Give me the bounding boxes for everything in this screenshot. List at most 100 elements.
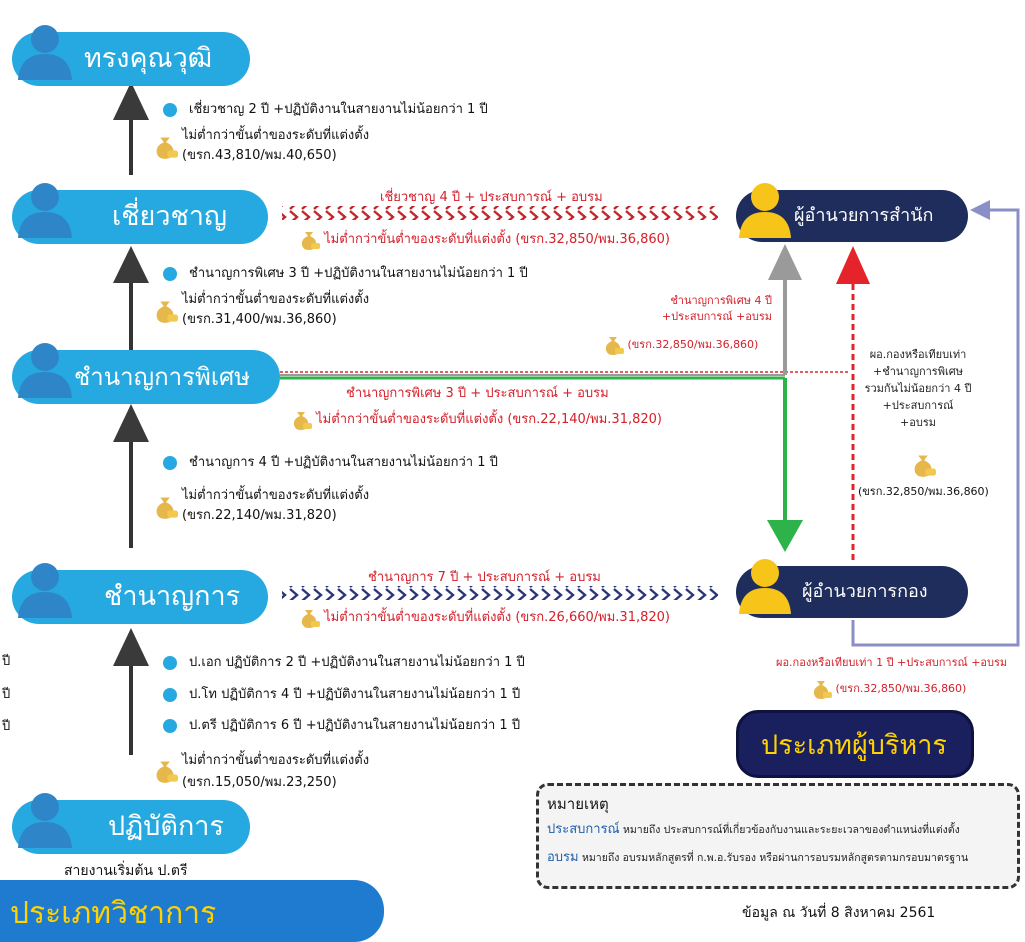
- senior-office-salary: (ขรก.32,850/พม.36,860): [602, 334, 758, 356]
- senior-division-label: ชำนาญการพิเศษ 3 ปี + ประสบการณ์ + อบรม: [346, 386, 609, 401]
- level-label: ทรงคุณวุฒิ: [84, 43, 213, 74]
- bullet-dot-icon: [163, 455, 177, 470]
- legend-box: หมายเหตุ ประสบการณ์ หมายถึง ประสบการณ์ที…: [536, 783, 1020, 889]
- req-salary: (ขรก.22,140/พม.31,820): [182, 508, 337, 523]
- exec-office-director[interactable]: ผู้อำนวยการสำนัก: [736, 183, 968, 242]
- green-arrow-to-division: [767, 378, 803, 552]
- cross-salary-text: (ขรก.32,850/พม.36,860): [835, 682, 967, 695]
- division-office-salary-b: (ขรก.32,850/พม.36,860): [810, 678, 966, 700]
- req-text: ป.เอก ปฏิบัติการ 2 ปี +ปฏิบัติงานในสายงา…: [189, 655, 525, 670]
- promotion-arrow-top: [113, 82, 149, 175]
- money-bag-icon: [813, 681, 832, 699]
- person-icon: [18, 793, 72, 848]
- division-office-label-b: ผอ.กองหรือเทียบเท่า 1 ปี +ประสบการณ์ +อบ…: [776, 656, 1008, 669]
- money-bag-icon: [156, 137, 178, 159]
- division-office-salary: (ขรก.32,850/พม.36,860): [858, 485, 989, 498]
- cross-text: ผอ.กองหรือเทียบเท่า: [869, 348, 967, 361]
- left-cut-3: ปี: [2, 719, 11, 734]
- money-bag-icon: [301, 231, 320, 250]
- req-salary: (ขรก.31,400/พม.36,860): [182, 312, 337, 327]
- legend-value: หมายถึง ประสบการณ์ที่เกี่ยวข้องกับงานและ…: [622, 824, 960, 836]
- senior-division-salary: ไม่ต่ำกว่าขั้นต่ำของระดับที่แต่งตั้ง (ขร…: [290, 408, 662, 431]
- promotion-arrow-pro: [113, 628, 149, 755]
- money-bag-icon: [156, 497, 178, 519]
- pro-division-label: ชำนาญการ 7 ปี + ประสบการณ์ + อบรม: [368, 570, 601, 585]
- req-to-pro-line-2: ป.โท ปฏิบัติการ 4 ปี +ปฏิบัติงานในสายงาน…: [163, 683, 520, 704]
- division-office-criteria: ผอ.กองหรือเทียบเท่า +ชำนาญการพิเศษ รวมกั…: [858, 346, 978, 431]
- cross-salary-text: ไม่ต่ำกว่าขั้นต่ำของระดับที่แต่งตั้ง (ขร…: [324, 232, 670, 247]
- req-text: เชี่ยวชาญ 2 ปี +ปฏิบัติงานในสายงานไม่น้อ…: [189, 102, 488, 117]
- bullet-dot-icon: [163, 266, 177, 281]
- promotion-arrow-expert: [113, 246, 149, 350]
- legend-key: อบรม: [547, 850, 579, 865]
- req-to-expert-line: ชำนาญการพิเศษ 3 ปี +ปฏิบัติงานในสายงานไม…: [163, 262, 528, 283]
- person-icon: [18, 563, 72, 618]
- academic-type-banner: ประเภทวิชาการ: [0, 880, 384, 942]
- exec-type-label: ประเภทผู้บริหาร: [761, 730, 947, 761]
- req-salary: (ขรก.15,050/พม.23,250): [182, 775, 337, 790]
- person-icon: [18, 25, 72, 80]
- start-note: สายงานเริ่มต้น ป.ตรี: [64, 863, 188, 879]
- expert-to-office-stripe: [282, 206, 718, 220]
- gray-arrow-to-office: [768, 244, 802, 375]
- req-text: ไม่ต่ำกว่าขั้นต่ำของระดับที่แต่งตั้ง: [182, 488, 370, 503]
- cross-salary-text: (ขรก.32,850/พม.36,860): [627, 338, 759, 351]
- red-arrow-division-to-office: [836, 246, 870, 560]
- pro-to-division-stripe: [282, 586, 718, 600]
- bullet-dot-icon: [163, 102, 177, 117]
- level-label: ชำนาญการพิเศษ: [74, 363, 251, 391]
- legend-row-training: อบรม หมายถึง อบรมหลักสูตรที่ ก.พ.อ.รับรอ…: [547, 846, 968, 867]
- level-label: ปฏิบัติการ: [108, 811, 224, 842]
- pro-division-salary: ไม่ต่ำกว่าขั้นต่ำของระดับที่แต่งตั้ง (ขร…: [298, 606, 670, 629]
- req-text: ป.โท ปฏิบัติการ 4 ปี +ปฏิบัติงานในสายงาน…: [189, 687, 521, 702]
- person-icon: [18, 183, 72, 238]
- req-text: ป.ตรี ปฏิบัติการ 6 ปี +ปฏิบัติงานในสายงา…: [189, 718, 521, 733]
- level-label: เชี่ยวชาญ: [112, 201, 228, 232]
- left-cut-1: ปี: [2, 654, 11, 669]
- legend-title: หมายเหตุ: [547, 795, 609, 813]
- money-bag-icon: [301, 609, 320, 628]
- req-to-senior-line: ชำนาญการ 4 ปี +ปฏิบัติงานในสายงานไม่น้อย…: [163, 451, 498, 472]
- req-salary: (ขรก.43,810/พม.40,650): [182, 148, 337, 163]
- req-text: ชำนาญการพิเศษ 3 ปี +ปฏิบัติงานในสายงานไม…: [189, 266, 528, 281]
- exec-type-banner: ประเภทผู้บริหาร: [736, 710, 974, 778]
- money-bag-icon: [156, 301, 178, 323]
- bullet-dot-icon: [163, 687, 177, 702]
- req-text: ชำนาญการ 4 ปี +ปฏิบัติงานในสายงานไม่น้อย…: [189, 455, 498, 470]
- navy-loop-division-to-office: [851, 200, 1020, 647]
- senior-office-label: ชำนาญการพิเศษ 4 ปี +ประสบการณ์ +อบรม: [632, 293, 772, 325]
- req-to-top-salary: ไม่ต่ำกว่าขั้นต่ำของระดับที่แต่งตั้ง (ขร…: [152, 126, 369, 166]
- level-senior-pro[interactable]: ชำนาญการพิเศษ: [12, 343, 280, 404]
- req-to-pro-salary: ไม่ต่ำกว่าขั้นต่ำของระดับที่แต่งตั้ง (ขร…: [152, 750, 369, 794]
- left-cut-2: ปี: [2, 687, 11, 702]
- level-expert-top[interactable]: ทรงคุณวุฒิ: [12, 25, 250, 86]
- exec-label: ผู้อำนวยการกอง: [802, 581, 928, 602]
- cross-salary-text: ไม่ต่ำกว่าขั้นต่ำของระดับที่แต่งตั้ง (ขร…: [316, 412, 662, 427]
- bullet-dot-icon: [163, 655, 177, 670]
- level-expert[interactable]: เชี่ยวชาญ: [12, 183, 268, 244]
- academic-type-label: ประเภทวิชาการ: [10, 896, 217, 931]
- req-text: ไม่ต่ำกว่าขั้นต่ำของระดับที่แต่งตั้ง: [182, 128, 370, 143]
- level-operational[interactable]: ปฏิบัติการ: [12, 793, 250, 854]
- cross-text: +ประสบการณ์: [882, 399, 954, 412]
- bullet-dot-icon: [163, 718, 177, 733]
- exec-division-director[interactable]: ผู้อำนวยการกอง: [736, 559, 968, 618]
- legend-row-experience: ประสบการณ์ หมายถึง ประสบการณ์ที่เกี่ยวข้…: [547, 818, 960, 839]
- req-to-pro-line-1: ป.เอก ปฏิบัติการ 2 ปี +ปฏิบัติงานในสายงา…: [163, 651, 525, 672]
- person-icon: [18, 343, 72, 398]
- expert-office-label: เชี่ยวชาญ 4 ปี + ประสบการณ์ + อบรม: [380, 190, 603, 205]
- legend-value: หมายถึง อบรมหลักสูตรที่ ก.พ.อ.รับรอง หรื…: [581, 852, 969, 864]
- expert-office-salary: ไม่ต่ำกว่าขั้นต่ำของระดับที่แต่งตั้ง (ขร…: [298, 228, 670, 251]
- date-note: ข้อมูล ณ วันที่ 8 สิงหาคม 2561: [742, 905, 936, 921]
- money-bag-icon: [293, 411, 312, 430]
- cross-text: ชำนาญการพิเศษ 4 ปี: [670, 294, 772, 307]
- cross-salary-text: ไม่ต่ำกว่าขั้นต่ำของระดับที่แต่งตั้ง (ขร…: [324, 610, 670, 625]
- person-icon: [739, 183, 791, 238]
- level-pro[interactable]: ชำนาญการ: [12, 563, 268, 624]
- person-icon: [739, 559, 791, 614]
- req-text: ไม่ต่ำกว่าขั้นต่ำของระดับที่แต่งตั้ง: [182, 753, 370, 768]
- cross-text: +อบรม: [900, 416, 936, 429]
- req-text: ไม่ต่ำกว่าขั้นต่ำของระดับที่แต่งตั้ง: [182, 292, 370, 307]
- exec-label: ผู้อำนวยการสำนัก: [794, 205, 934, 226]
